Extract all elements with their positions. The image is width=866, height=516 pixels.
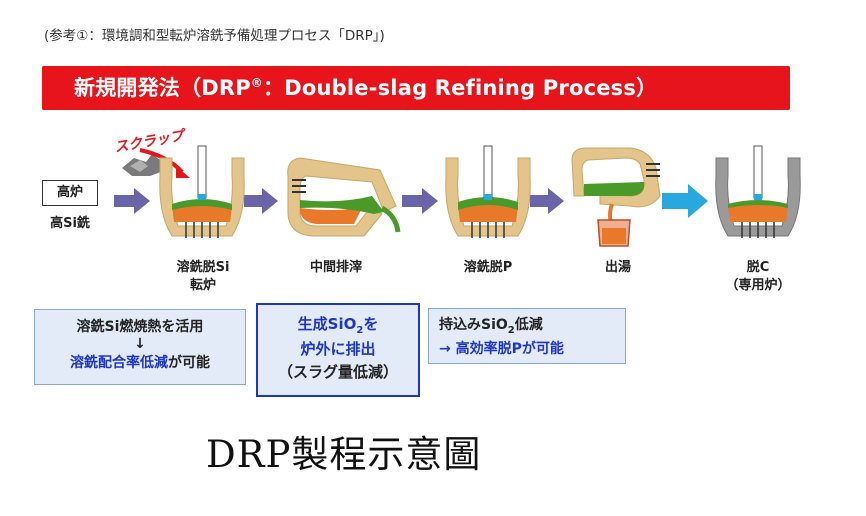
step-label-line1: 脱C bbox=[746, 260, 770, 275]
step-label-dec: 脱C （専用炉） bbox=[710, 259, 806, 295]
tapping-vessel bbox=[571, 147, 661, 247]
note-a-line1: 溶銑Si燃焼熱を活用 bbox=[76, 319, 204, 335]
process-diagram bbox=[114, 145, 801, 247]
note-c-line1-post: 低減 bbox=[514, 317, 543, 333]
step-label-line2: 転炉 bbox=[189, 278, 216, 293]
flow-arrow-3 bbox=[402, 188, 438, 214]
step-label-line1: 中間排滓 bbox=[309, 260, 362, 275]
step-label-line2: （専用炉） bbox=[725, 278, 791, 293]
converter-desi-vessel bbox=[159, 145, 245, 238]
dephosphorization-vessel bbox=[445, 145, 531, 238]
note-box-si-heat: 溶銑Si燃焼熱を活用 ↓ 溶銑配合率低減が可能 bbox=[34, 309, 246, 385]
note-c-line1-sub: 2 bbox=[507, 324, 515, 336]
note-b-line1-sub: 2 bbox=[356, 325, 364, 336]
reference-caption: (参考①：環境調和型転炉溶銑予備処理プロセス「DRP」) bbox=[44, 28, 385, 44]
step-label-desi: 溶銑脱Si 転炉 bbox=[158, 259, 248, 295]
note-b-line1-post: を bbox=[363, 315, 379, 333]
note-c-line1: 持込みSiO2低減 bbox=[439, 314, 625, 336]
note-b-line1: 生成SiO2を bbox=[258, 313, 418, 336]
note-a-arrow: ↓ bbox=[134, 336, 146, 352]
note-b-line2: 炉外に排出 bbox=[300, 340, 376, 358]
banner-title: 新規開発法（DRP®：Double-slag Refining Process） bbox=[74, 72, 657, 102]
step-label-dep: 溶銑脱P bbox=[448, 259, 528, 277]
step-label-line1: 溶銑脱Si bbox=[176, 260, 230, 275]
high-si-iron-label: 高Si銑 bbox=[50, 216, 90, 231]
scrap-icon bbox=[122, 154, 166, 176]
note-a-line3: 溶銑配合率低減が可能 bbox=[35, 352, 245, 372]
deslagging-vessel bbox=[287, 157, 401, 237]
step-label-tapping: 出湯 bbox=[588, 259, 648, 277]
main-caption: DRP製程示意圖 bbox=[206, 433, 482, 476]
note-b-line1-pre: 生成SiO bbox=[297, 315, 357, 333]
banner-title-part1: 新規開発法（DRP bbox=[74, 76, 251, 100]
step-label-deslag: 中間排滓 bbox=[296, 259, 376, 277]
note-a-rest-text: が可能 bbox=[168, 355, 210, 371]
note-a-blue-text: 溶銑配合率低減 bbox=[70, 355, 168, 371]
note-box-sio2-discharge: 生成SiO2を 炉外に排出 （スラグ量低減） bbox=[256, 303, 420, 397]
flow-arrow-1 bbox=[114, 188, 150, 214]
note-b-line3: （スラグ量低減） bbox=[277, 363, 398, 381]
title-banner bbox=[42, 66, 790, 110]
flow-arrow-4 bbox=[530, 188, 564, 214]
flow-arrow-5 bbox=[662, 184, 708, 218]
note-box-dep-efficiency: 持込みSiO2低減 → 高効率脱Pが可能 bbox=[428, 308, 626, 364]
decarburization-vessel bbox=[715, 145, 801, 238]
flow-arrow-2 bbox=[244, 188, 278, 214]
registered-mark: ® bbox=[250, 76, 263, 90]
banner-title-part2: ：Double-slag Refining Process） bbox=[263, 76, 658, 100]
note-c-line1-pre: 持込みSiO bbox=[439, 317, 508, 333]
note-c-line2: → 高効率脱Pが可能 bbox=[439, 340, 564, 357]
step-label-line1: 出湯 bbox=[604, 260, 631, 275]
step-label-line1: 溶銑脱P bbox=[463, 260, 513, 275]
blast-furnace-box: 高炉 bbox=[42, 180, 98, 206]
